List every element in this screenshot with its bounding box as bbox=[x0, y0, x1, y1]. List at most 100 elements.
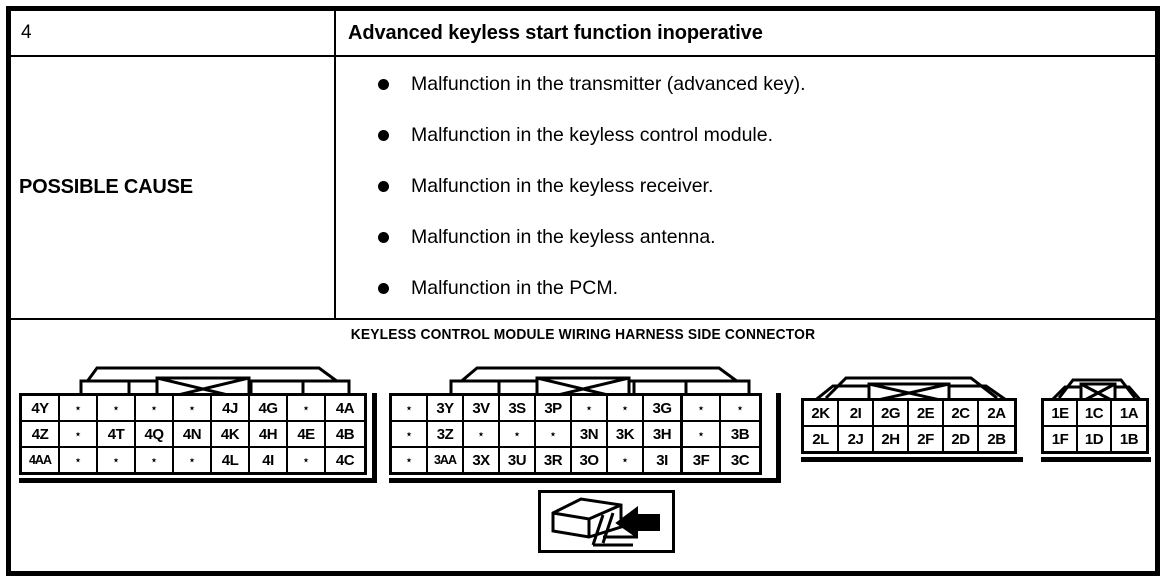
pin-row: 3Y 3V 3S 3P 3G bbox=[392, 396, 680, 420]
pin-row: 2L 2J 2H 2F 2D 2B bbox=[804, 425, 1014, 451]
pin-cell[interactable]: 4G bbox=[250, 396, 288, 420]
pin-cell[interactable]: 4J bbox=[212, 396, 250, 420]
pin-cell-blank[interactable] bbox=[683, 422, 721, 446]
bullet-icon bbox=[378, 232, 389, 243]
pin-cell[interactable]: 2B bbox=[979, 427, 1014, 451]
pin-cell[interactable]: 1D bbox=[1078, 427, 1112, 451]
connector-1-rail bbox=[1041, 457, 1151, 462]
possible-cause-list: Malfunction in the transmitter (advanced… bbox=[336, 57, 1155, 318]
pin-group: 4Y 4J 4G 4A 4Z 4T 4Q bbox=[22, 396, 364, 472]
pin-cell[interactable]: 1B bbox=[1112, 427, 1146, 451]
pin-cell-blank[interactable] bbox=[683, 396, 721, 420]
pin-cell[interactable]: 3X bbox=[464, 448, 500, 472]
pin-cell[interactable]: 4C bbox=[326, 448, 364, 472]
pin-cell[interactable]: 3S bbox=[500, 396, 536, 420]
pin-cell[interactable]: 2G bbox=[874, 401, 909, 425]
pin-group: 2K 2I 2G 2E 2C 2A 2L 2J 2H 2F 2D 2B bbox=[804, 401, 1014, 451]
pin-cell[interactable]: 3O bbox=[572, 448, 608, 472]
pin-cell[interactable]: 3Y bbox=[428, 396, 464, 420]
pin-cell-blank[interactable] bbox=[174, 396, 212, 420]
bullet-icon bbox=[378, 181, 389, 192]
pin-cell-blank[interactable] bbox=[536, 422, 572, 446]
pin-cell[interactable]: 4A bbox=[326, 396, 364, 420]
pin-cell[interactable]: 2E bbox=[909, 401, 944, 425]
pin-cell[interactable]: 1F bbox=[1044, 427, 1078, 451]
pin-cell[interactable]: 4K bbox=[212, 422, 250, 446]
pin-cell[interactable]: 4L bbox=[212, 448, 250, 472]
connector-3-side-rail bbox=[776, 393, 781, 483]
pin-cell[interactable]: 3U bbox=[500, 448, 536, 472]
pin-cell[interactable]: 2D bbox=[944, 427, 979, 451]
pin-cell[interactable]: 4Q bbox=[136, 422, 174, 446]
pin-cell-blank[interactable] bbox=[136, 448, 174, 472]
pin-cell[interactable]: 2F bbox=[909, 427, 944, 451]
pin-cell[interactable]: 3P bbox=[536, 396, 572, 420]
pin-cell[interactable]: 4N bbox=[174, 422, 212, 446]
pin-cell[interactable]: 2A bbox=[979, 401, 1014, 425]
pin-cell[interactable]: 3I bbox=[644, 448, 680, 472]
pin-cell-blank[interactable] bbox=[392, 448, 428, 472]
pin-cell[interactable]: 3B bbox=[721, 422, 759, 446]
pin-cell-blank[interactable] bbox=[572, 396, 608, 420]
pin-cell-blank[interactable] bbox=[392, 396, 428, 420]
pin-row: 3B bbox=[683, 420, 759, 446]
pin-cell-blank[interactable] bbox=[721, 396, 759, 420]
pin-cell[interactable]: 2J bbox=[839, 427, 874, 451]
pin-cell[interactable]: 3H bbox=[644, 422, 680, 446]
pin-cell[interactable]: 4AA bbox=[22, 448, 60, 472]
pin-cell-blank[interactable] bbox=[98, 396, 136, 420]
pin-cell[interactable]: 1C bbox=[1078, 401, 1112, 425]
pin-cell-blank[interactable] bbox=[98, 448, 136, 472]
pin-cell[interactable]: 4B bbox=[326, 422, 364, 446]
pin-cell[interactable]: 3Z bbox=[428, 422, 464, 446]
pin-cell[interactable]: 2H bbox=[874, 427, 909, 451]
bullet-icon bbox=[378, 79, 389, 90]
pin-cell-blank[interactable] bbox=[60, 448, 98, 472]
pin-cell-blank[interactable] bbox=[608, 448, 644, 472]
pin-cell[interactable]: 3V bbox=[464, 396, 500, 420]
pin-cell[interactable]: 2K bbox=[804, 401, 839, 425]
pin-cell[interactable]: 3N bbox=[572, 422, 608, 446]
pin-cell[interactable]: 4I bbox=[250, 448, 288, 472]
pin-cell[interactable]: 2C bbox=[944, 401, 979, 425]
pin-cell[interactable]: 2L bbox=[804, 427, 839, 451]
cause-text: Malfunction in the keyless antenna. bbox=[411, 226, 716, 248]
pin-row: 3Z 3N 3K 3H bbox=[392, 420, 680, 446]
pin-cell-blank[interactable] bbox=[136, 396, 174, 420]
pin-cell[interactable]: 2I bbox=[839, 401, 874, 425]
pin-cell[interactable]: 4Z bbox=[22, 422, 60, 446]
cause-text: Malfunction in the PCM. bbox=[411, 277, 619, 299]
pin-group-main: 3Y 3V 3S 3P 3G 3Z 3N bbox=[392, 396, 680, 472]
pin-cell-blank[interactable] bbox=[60, 422, 98, 446]
pin-cell[interactable]: 3F bbox=[683, 448, 721, 472]
pin-cell-blank[interactable] bbox=[60, 396, 98, 420]
pin-cell-blank[interactable] bbox=[464, 422, 500, 446]
pin-cell-blank[interactable] bbox=[608, 396, 644, 420]
pin-cell-blank[interactable] bbox=[174, 448, 212, 472]
pin-group-secondary: 3B 3F 3C bbox=[680, 396, 759, 472]
pin-cell[interactable]: 4E bbox=[288, 422, 326, 446]
connector-1-shroud bbox=[1048, 378, 1144, 402]
list-item: Malfunction in the keyless receiver. bbox=[378, 173, 1155, 224]
pin-cell-blank[interactable] bbox=[288, 448, 326, 472]
pin-cell[interactable]: 3C bbox=[721, 448, 759, 472]
pin-cell[interactable]: 4Y bbox=[22, 396, 60, 420]
pin-cell[interactable]: 3G bbox=[644, 396, 680, 420]
cause-text: Malfunction in the keyless receiver. bbox=[411, 175, 714, 197]
pin-cell[interactable]: 1A bbox=[1112, 401, 1146, 425]
connector-4-rail bbox=[19, 478, 377, 483]
pin-cell[interactable]: 4T bbox=[98, 422, 136, 446]
connector-2-pins: 2K 2I 2G 2E 2C 2A 2L 2J 2H 2F 2D 2B bbox=[801, 398, 1017, 454]
pin-cell[interactable]: 3AA bbox=[428, 448, 464, 472]
connector-4: 4Y 4J 4G 4A 4Z 4T 4Q bbox=[19, 360, 377, 483]
pin-cell[interactable]: 1E bbox=[1044, 401, 1078, 425]
pin-cell-blank[interactable] bbox=[392, 422, 428, 446]
pin-row: 4Z 4T 4Q 4N 4K 4H 4E 4B bbox=[22, 420, 364, 446]
pin-cell[interactable]: 3R bbox=[536, 448, 572, 472]
pin-cell[interactable]: 3K bbox=[608, 422, 644, 446]
possible-cause-label: POSSIBLE CAUSE bbox=[19, 176, 193, 198]
pin-cell-blank[interactable] bbox=[500, 422, 536, 446]
list-item: Malfunction in the keyless antenna. bbox=[378, 224, 1155, 275]
pin-cell-blank[interactable] bbox=[288, 396, 326, 420]
pin-cell[interactable]: 4H bbox=[250, 422, 288, 446]
